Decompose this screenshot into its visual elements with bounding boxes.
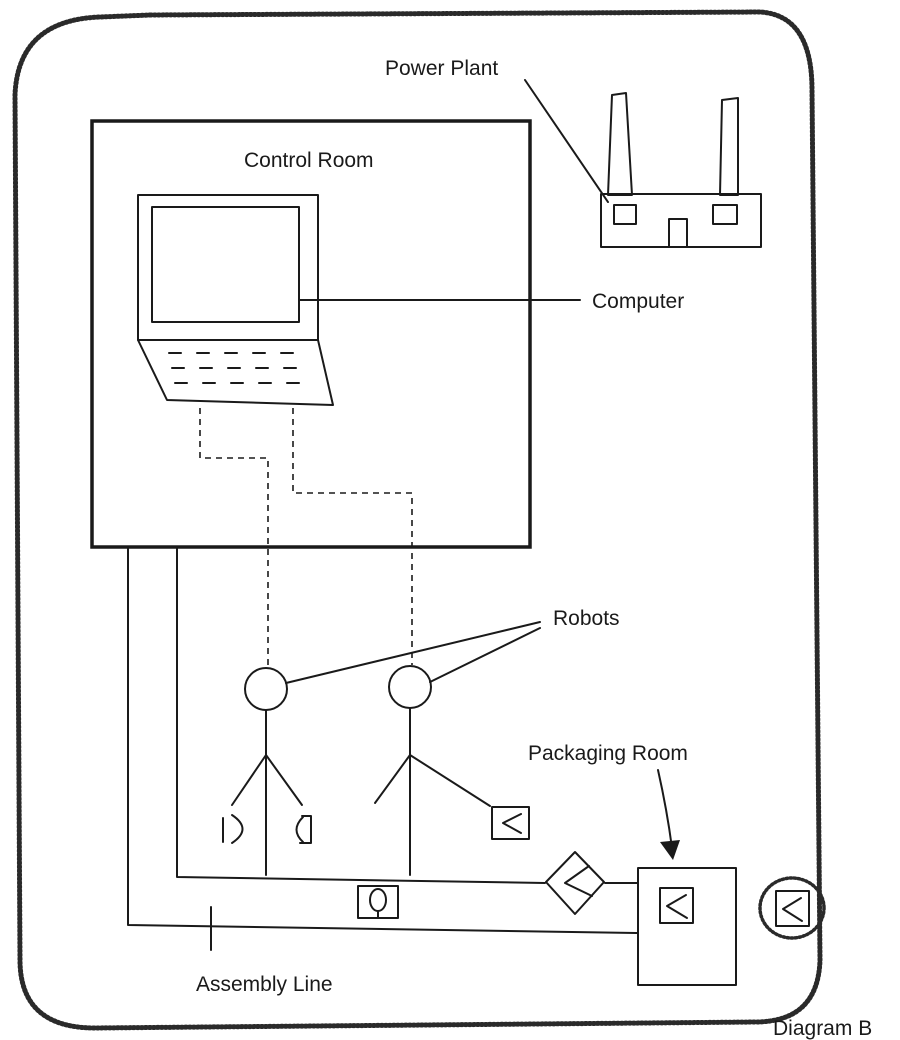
robot-2-part-icon	[491, 806, 530, 840]
packaging-arrow	[657, 769, 680, 860]
packaged-product-icon	[659, 887, 694, 924]
robots-leader-2	[429, 627, 541, 683]
product-on-line-icon	[357, 885, 399, 919]
packaging-room-label: Packaging Room	[528, 742, 688, 765]
assembly-line	[127, 546, 639, 934]
gripper-right-icon	[295, 815, 312, 844]
power-plant-leader	[524, 79, 609, 203]
computer-icon	[137, 194, 334, 406]
diamond-package-icon	[545, 851, 605, 915]
power-plant-icon	[600, 92, 762, 248]
diagram-title: Diagram B	[773, 1017, 872, 1040]
packaging-room	[637, 867, 737, 986]
power-plant-label: Power Plant	[385, 57, 498, 80]
factory-boundary	[12, 9, 823, 1031]
control-room	[90, 119, 532, 549]
control-room-label: Control Room	[244, 149, 374, 172]
control-cable-1	[199, 408, 269, 665]
robot-1	[222, 667, 312, 876]
gripper-left-icon	[222, 814, 244, 844]
computer-label: Computer	[592, 290, 684, 313]
robot-2	[374, 665, 530, 876]
control-cable-2	[292, 408, 413, 665]
robots-label: Robots	[553, 607, 620, 630]
assembly-line-label: Assembly Line	[196, 973, 333, 996]
robots-leader-1	[285, 621, 541, 684]
shipped-product-icon	[758, 876, 826, 940]
